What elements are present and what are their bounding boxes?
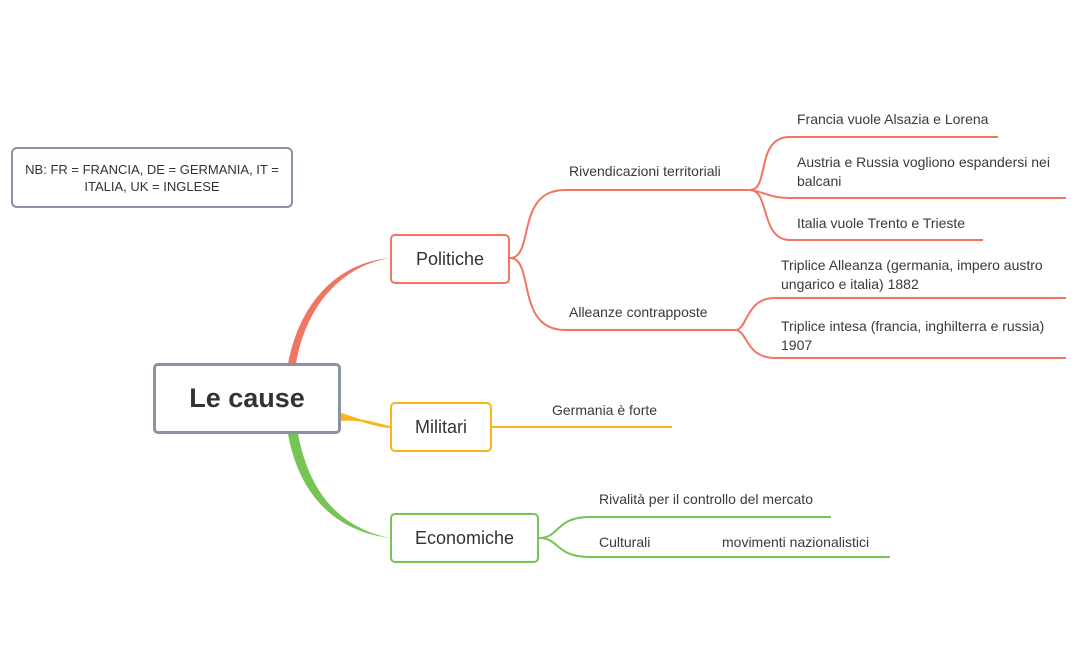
connector-rivendicazioni-1: [749, 136, 998, 191]
node-italia-trento[interactable]: Italia vuole Trento e Trieste: [797, 215, 966, 231]
legend-note[interactable]: NB: FR = FRANCIA, DE = GERMANIA, IT = IT…: [11, 147, 293, 208]
connector-alleanze-2: [734, 329, 1066, 359]
connector-politiche-alleanze: [509, 257, 735, 331]
node-triplice-alleanza[interactable]: Triplice Alleanza (germania, impero aust…: [781, 257, 1043, 292]
node-rivendicazioni-territoriali[interactable]: Rivendicazioni territoriali: [569, 163, 721, 179]
connector-alleanze-1: [734, 297, 1066, 331]
node-militari[interactable]: Militari: [390, 402, 492, 452]
node-militari-label: Militari: [415, 416, 467, 437]
connector-root-militari: [340, 412, 391, 428]
connector-root-politiche: [288, 258, 390, 364]
connector-economiche-culturali: [538, 537, 662, 558]
node-economiche-label: Economiche: [414, 527, 515, 548]
connector-rivendicazioni-2: [749, 189, 1066, 199]
node-economiche[interactable]: Economiche: [390, 513, 539, 563]
node-austria-russia[interactable]: Austria e Russia vogliono espandersi nei…: [797, 154, 1050, 189]
root-node-label: Le cause: [189, 383, 305, 413]
node-francia-alsazia[interactable]: Francia vuole Alsazia e Lorena: [797, 111, 989, 127]
connector-politiche-rivendicazioni: [509, 189, 750, 259]
connector-rivendicazioni-3: [749, 189, 983, 241]
node-triplice-intesa[interactable]: Triplice intesa (francia, inghilterra e …: [781, 318, 1045, 353]
connector-root-economiche: [288, 434, 390, 538]
node-germania-forte[interactable]: Germania è forte: [552, 402, 658, 418]
node-politiche-label: Politiche: [415, 248, 485, 269]
legend-note-text: NB: FR = FRANCIA, DE = GERMANIA, IT = IT…: [25, 161, 279, 194]
node-movimenti-nazionalistici[interactable]: movimenti nazionalistici: [722, 534, 870, 550]
connector-economiche-rivalita: [538, 516, 831, 539]
node-rivalita-mercato[interactable]: Rivalità per il controllo del mercato: [599, 491, 813, 507]
node-culturali[interactable]: Culturali: [599, 534, 651, 550]
root-node[interactable]: Le cause: [153, 363, 341, 434]
node-alleanze-contrapposte[interactable]: Alleanze contrapposte: [569, 304, 708, 320]
node-politiche[interactable]: Politiche: [390, 234, 510, 284]
